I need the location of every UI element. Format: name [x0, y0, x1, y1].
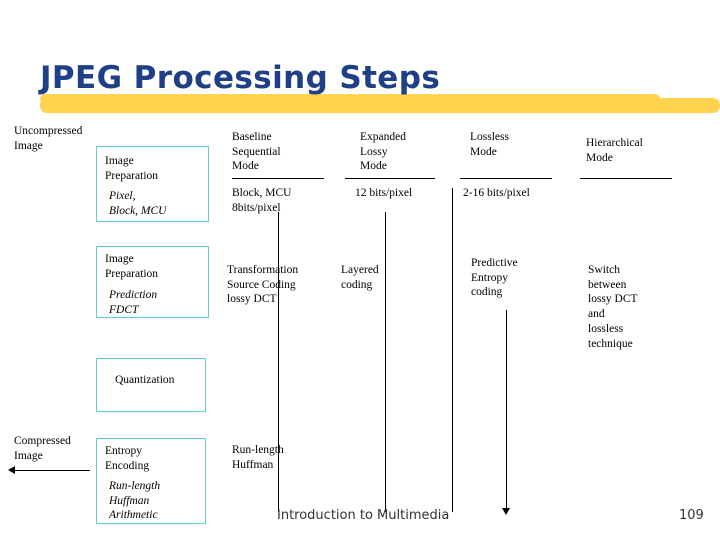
box-title-1: Image Preparation	[105, 155, 159, 182]
cell-col4-row2: Switch between lossy DCT and lossless te…	[588, 264, 638, 350]
title-underline-decoration	[40, 94, 720, 113]
column-rule-1	[232, 178, 324, 179]
box-sub-2: Prediction FDCT	[109, 289, 158, 316]
column-rule-2	[345, 178, 435, 179]
column-header-lossless-mode: Lossless Mode	[470, 131, 509, 158]
box-sub-1: Pixel, Block, MCU	[109, 190, 167, 217]
pipeline-box-image-preparation-2[interactable]: Image Preparation Prediction FDCT	[96, 246, 209, 318]
cell-col2-row1: 12 bits/pixel	[355, 187, 413, 199]
column-rule-3	[460, 178, 552, 179]
pipeline-box-quantization[interactable]: Quantization	[96, 358, 206, 412]
pipeline-box-entropy-encoding[interactable]: Entropy Encoding Run-length Huffman Arit…	[96, 438, 206, 524]
column-header-hierarchical-mode: Hierarchical Mode	[586, 137, 643, 164]
column-2-flow-line	[385, 212, 386, 512]
label-compressed-image: Compressed Image	[14, 435, 71, 462]
column-3-flow-line	[452, 188, 453, 512]
box-sub-4: Run-length Huffman Arithmetic	[109, 480, 161, 522]
cell-col1-bottom: Run-length Huffman	[232, 444, 284, 471]
box-title-2: Image Preparation	[105, 253, 159, 280]
cell-col1-row1: Block, MCU 8bits/pixel	[232, 187, 292, 214]
column-1-flow-line	[278, 212, 279, 512]
cell-col2-row2: Layered coding	[341, 264, 379, 291]
pipeline-box-image-preparation-1[interactable]: Image Preparation Pixel, Block, MCU	[96, 146, 209, 222]
cell-col3-row2: Predictive Entropy coding	[471, 257, 518, 299]
cell-col3-row1: 2-16 bits/pixel	[463, 187, 530, 199]
column-rule-4	[580, 178, 672, 179]
column-4-arrow-head	[502, 508, 510, 515]
compressed-arrow-line	[14, 470, 90, 471]
page-title: JPEG Processing Steps	[40, 60, 441, 96]
label-uncompressed-image: Uncompressed Image	[14, 125, 83, 152]
footer-page-number: 109	[679, 508, 704, 523]
column-header-baseline-sequential-mode: Baseline Sequential Mode	[232, 131, 281, 173]
column-header-expanded-lossy-mode: Expanded Lossy Mode	[360, 131, 406, 173]
box-title-3: Quantization	[115, 374, 175, 386]
footer-title: Introduction to Multimedia	[277, 508, 450, 523]
cell-col1-row2: Transformation Source Coding lossy DCT	[227, 264, 299, 306]
column-4-flow-line	[506, 310, 507, 512]
box-title-4: Entropy Encoding	[105, 445, 150, 472]
compressed-arrow-head	[8, 466, 15, 474]
